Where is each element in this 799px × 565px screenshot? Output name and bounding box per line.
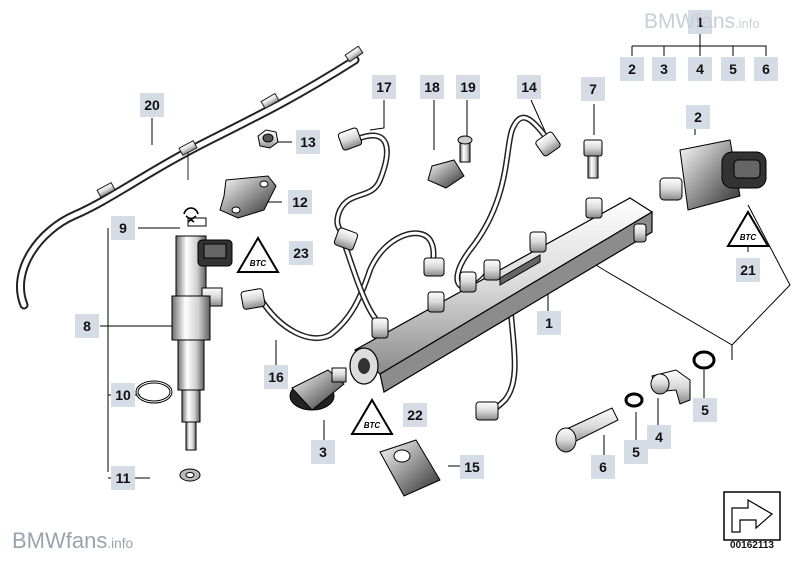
callout-22: 22 [403, 403, 427, 427]
callout-2-row: 2 [620, 57, 644, 81]
callout-2-regulator: 2 [686, 105, 710, 129]
callout-12: 12 [288, 190, 312, 214]
callout-3-row: 3 [652, 57, 676, 81]
warning-triangle-icon: BTC [236, 236, 280, 273]
warning-triangle-icon: BTC [350, 398, 394, 435]
pipe-nuts [240, 127, 445, 310]
callout-14: 14 [517, 75, 541, 99]
callout-5-row: 5 [721, 57, 745, 81]
rail-pressure-sensor [289, 367, 347, 411]
callout-4-row: 4 [688, 57, 712, 81]
hex-nut [257, 129, 279, 149]
site-watermark-bottom: BMWfans.info [12, 528, 133, 554]
callout-13: 13 [296, 130, 320, 154]
callout-3: 3 [311, 440, 335, 464]
callout-15: 15 [460, 455, 484, 479]
site-suffix: .info [107, 536, 134, 551]
callout-6: 6 [591, 455, 615, 479]
warning-triangle-icon: BTC [726, 210, 770, 247]
site-watermark-top: BMWfans.info [644, 10, 760, 34]
callout-8: 8 [75, 314, 99, 338]
hollow-screw [583, 139, 603, 179]
callout-5-middle: 5 [624, 440, 648, 464]
callout-9: 9 [111, 216, 135, 240]
fuel-injector [171, 217, 233, 451]
callout-18: 18 [420, 75, 444, 99]
warning-label: BTC [364, 421, 381, 430]
warning-label: BTC [250, 259, 267, 268]
pressure-regulator [659, 139, 767, 211]
diagram-number: 00162113 [730, 540, 774, 551]
callout-6-row: 6 [754, 57, 778, 81]
callout-5-right: 5 [693, 398, 717, 422]
callout-21: 21 [736, 258, 760, 282]
fuel-return-hose [15, 45, 364, 310]
callout-1-rail: 1 [537, 311, 561, 335]
return-fitting-parts [555, 350, 716, 453]
site-suffix: .info [735, 16, 760, 31]
site-name: BMWfans [644, 10, 736, 33]
callout-1-top: 1 [688, 10, 712, 34]
callout-19: 19 [456, 75, 480, 99]
callout-16: 16 [264, 365, 288, 389]
next-page-arrow-icon[interactable] [723, 491, 781, 541]
callout-7: 7 [581, 77, 605, 101]
pipe-holder-block [379, 439, 441, 497]
pipe-clip-and-screw [427, 135, 473, 189]
site-name: BMWfans [12, 528, 108, 553]
injection-pipes [257, 132, 437, 342]
warning-triangles: BTC BTC BTC [236, 210, 770, 435]
callout-17: 17 [372, 75, 396, 99]
injector-small-parts [135, 207, 201, 482]
callout-11: 11 [111, 466, 135, 490]
callout-20: 20 [140, 93, 164, 117]
warning-label: BTC [740, 233, 757, 242]
callout-10: 10 [111, 383, 135, 407]
callout-4: 4 [647, 425, 671, 449]
fuel-rail [349, 197, 654, 393]
injector-bracket [219, 175, 277, 219]
callout-23: 23 [289, 241, 313, 265]
leader-lines [100, 34, 791, 479]
